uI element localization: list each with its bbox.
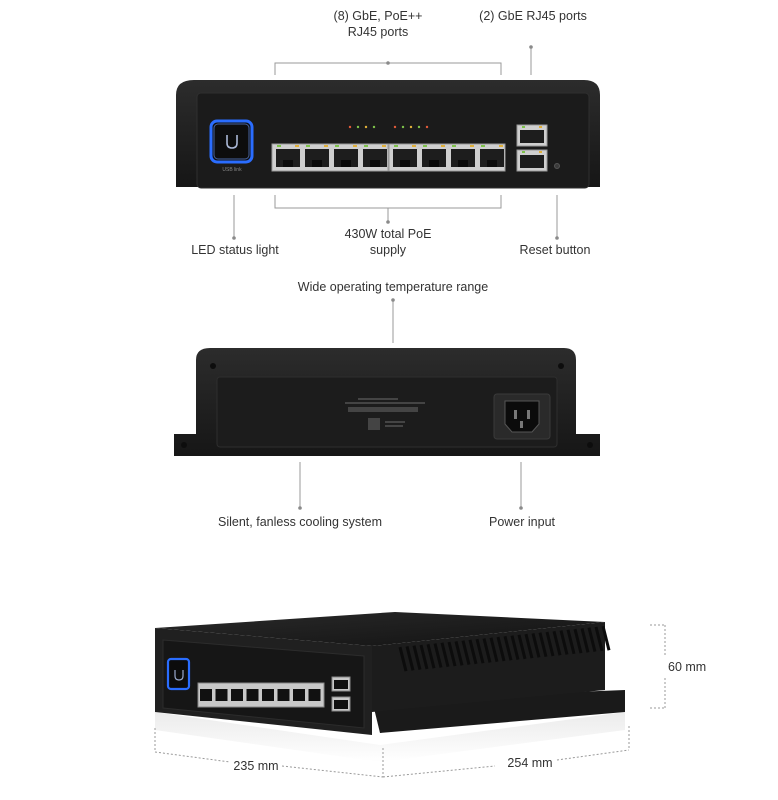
- cooling-fins: [398, 625, 611, 672]
- poe-port: [363, 145, 387, 167]
- uplink-ports: [516, 124, 548, 172]
- cooling-fin: [475, 638, 485, 664]
- cooling-fin: [594, 626, 604, 652]
- cooling-fin: [559, 630, 569, 655]
- svg-text:USB link: USB link: [222, 167, 242, 173]
- cooling-fin: [405, 646, 415, 671]
- power-input-callout: Power input: [488, 515, 555, 529]
- cooling-fin: [454, 640, 464, 666]
- cooling-fin: [566, 629, 576, 655]
- poe-port: [422, 145, 446, 167]
- cooling-fin: [447, 641, 457, 667]
- perspective-led-icon: [166, 657, 191, 691]
- cooling-fin: [398, 646, 408, 672]
- depth-dimension: 254 mm: [507, 756, 553, 770]
- cooling-fin: [573, 628, 583, 654]
- poe-port: [308, 689, 321, 701]
- cooling-fin: [587, 627, 597, 653]
- cooling-fin: [538, 632, 548, 658]
- front-view-device: USB link: [176, 80, 600, 189]
- led-status-icon: USB link: [209, 119, 254, 173]
- cooling-fin: [419, 644, 429, 670]
- reset-button-callout: Reset button: [519, 243, 591, 257]
- cooling-fin: [510, 635, 520, 660]
- poe-supply-callout: 430W total PoE supply: [344, 227, 432, 257]
- cooling-fin: [496, 636, 506, 662]
- regulatory-label: [345, 398, 425, 430]
- cooling-callout: Silent, fanless cooling system: [218, 515, 382, 529]
- poe-port: [277, 689, 290, 701]
- poe-port: [334, 145, 358, 167]
- poe-port: [200, 689, 212, 701]
- poe-port: [276, 145, 300, 167]
- reset-button-icon: [554, 163, 560, 169]
- height-dimension: 60 mm: [668, 660, 707, 674]
- poe-ports: [276, 145, 504, 167]
- cooling-fin: [468, 639, 478, 665]
- cooling-fin: [461, 640, 471, 665]
- cooling-fin: [524, 633, 534, 659]
- poe-port: [215, 689, 228, 701]
- width-dimension: 235 mm: [233, 759, 279, 773]
- cooling-fin: [440, 642, 450, 668]
- cooling-fin: [552, 630, 562, 656]
- poe-port: [451, 145, 475, 167]
- cooling-fin: [580, 628, 590, 653]
- cooling-fin: [426, 643, 436, 669]
- poe-port: [480, 145, 504, 167]
- poe-port: [293, 689, 305, 701]
- cooling-fin: [517, 634, 527, 660]
- dimension-lines: [154, 624, 666, 778]
- cooling-fin: [412, 645, 422, 671]
- power-inlet-icon: [493, 393, 551, 440]
- cooling-fin: [531, 633, 541, 658]
- poe-port: [246, 689, 259, 701]
- cooling-fin: [489, 637, 499, 663]
- poe-port: [393, 145, 417, 167]
- cooling-fin: [601, 625, 611, 651]
- temperature-callout: Wide operating temperature range: [297, 280, 489, 294]
- back-callout-lines: [299, 300, 522, 508]
- poe-port: [262, 689, 274, 701]
- led-status-callout: LED status light: [191, 243, 279, 257]
- port-status-leds: [348, 125, 429, 129]
- cooling-fin: [433, 643, 443, 668]
- perspective-view-device: [155, 612, 625, 762]
- perspective-poe-ports: [200, 689, 321, 701]
- uplink-ports-callout: (2) GbE RJ45 ports: [479, 9, 587, 23]
- poe-port: [305, 145, 329, 167]
- cooling-fin: [482, 638, 492, 663]
- poe-ports-callout: (8) GbE, PoE++ RJ45 ports: [333, 9, 423, 39]
- poe-port: [231, 689, 243, 701]
- cooling-fin: [503, 635, 513, 661]
- back-view-device: [174, 348, 600, 456]
- cooling-fin: [545, 631, 555, 657]
